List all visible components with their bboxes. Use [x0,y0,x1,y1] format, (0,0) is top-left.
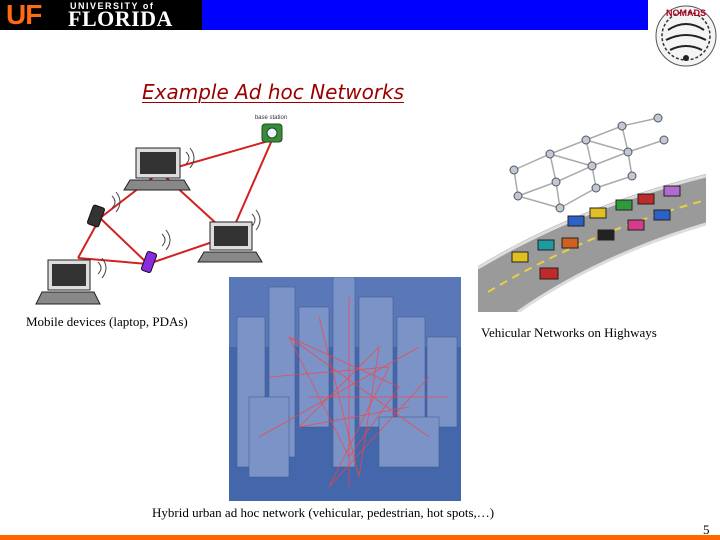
caption-hybrid-urban: Hybrid urban ad hoc network (vehicular, … [152,505,495,520]
university-logo-banner: UF UNIVERSITY of FLORIDA [0,0,202,30]
laptop-icon [197,209,263,263]
laptop-icon [123,147,195,191]
caption-mobile-devices: Mobile devices (laptop, PDAs) [26,314,188,329]
base-station-icon: base station [255,115,287,143]
highway-road [478,174,706,312]
base-station-label: base station [255,115,287,121]
nomads-logo-text: NOMADS [666,8,706,18]
laptop-icon [35,257,107,305]
car-icons [511,185,681,280]
caption-vehicular-networks: Vehicular Networks on Highways [481,325,657,340]
mesh-nodes [509,113,669,213]
bottom-accent-bar [0,535,720,540]
page-number: 5 [703,522,710,537]
mobile-network-illustration: base station [35,115,287,305]
urban-links [258,297,449,488]
nomads-logo: NOMADS [655,5,717,67]
pda-icon [87,191,121,228]
urban-network-illustration [229,277,461,501]
vehicular-network-illustration [478,113,706,312]
slide-title: Example Ad hoc Networks [142,80,405,104]
florida-text: FLORIDA [68,6,173,31]
header-blue-bar [202,0,648,30]
uf-monogram: UF [6,0,42,30]
pda-icon [140,229,171,274]
university-of-text: UNIVERSITY of [70,1,155,11]
